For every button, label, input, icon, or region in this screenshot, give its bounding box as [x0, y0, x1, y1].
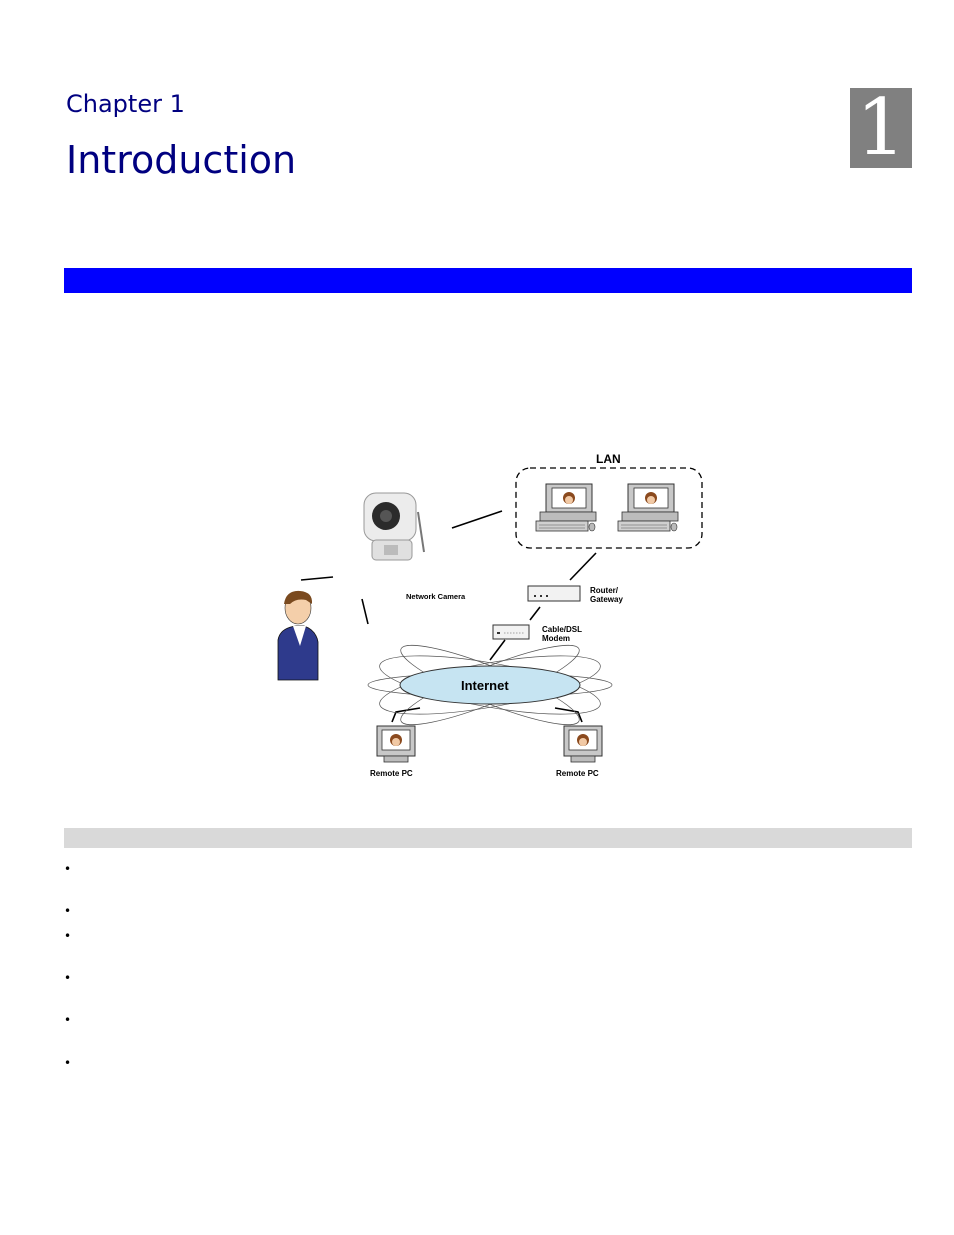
bullet-marker: •: [64, 971, 72, 985]
router-label: Router/: [590, 586, 619, 595]
modem-sub-label: Modem: [542, 634, 570, 643]
router-icon: [527, 585, 581, 602]
chapter-label: Chapter 1: [66, 90, 185, 118]
lan-pc-icon: [617, 483, 679, 532]
internet-cloud: [367, 645, 613, 725]
section-heading-bar: [64, 268, 912, 293]
chapter-title: Introduction: [66, 138, 297, 182]
remote-pc-right-label: Remote PC: [556, 769, 599, 778]
subsection-heading-bar: [64, 828, 912, 848]
bullet-marker: •: [64, 929, 72, 943]
modem-label: Cable/DSL: [542, 625, 582, 634]
bullet-marker: •: [64, 1056, 72, 1070]
lan-label: LAN: [596, 452, 621, 466]
remote-pc-left-label: Remote PC: [370, 769, 413, 778]
network-camera-label: Network Camera: [406, 592, 466, 601]
connection-lines: [300, 510, 597, 723]
remote-pc-icon: [563, 725, 603, 763]
lan-pc-icon: [535, 483, 597, 532]
bullet-marker: •: [64, 1013, 72, 1027]
internet-label: Internet: [461, 678, 509, 693]
chapter-number-box: 1: [850, 88, 912, 168]
bullet-marker: •: [64, 904, 72, 918]
network-camera-icon: [363, 492, 425, 561]
remote-pc-icon: [376, 725, 416, 763]
gateway-label: Gateway: [590, 595, 623, 604]
modem-icon: [492, 624, 530, 640]
lan-boundary: [515, 467, 703, 549]
lan-group: LAN: [515, 452, 703, 549]
person-icon: [277, 590, 319, 681]
bullet-marker: •: [64, 862, 72, 876]
